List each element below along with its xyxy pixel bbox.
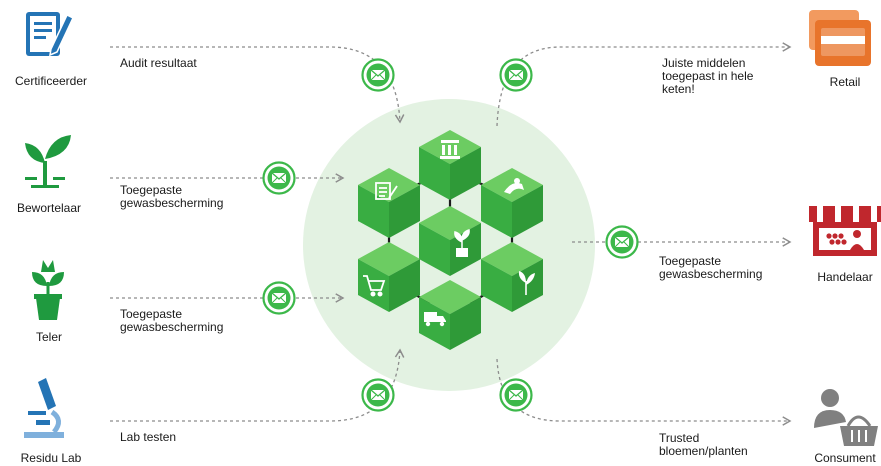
actor-label-consument: Consument (814, 451, 876, 465)
seedling-icon (25, 135, 71, 188)
actor-label-certificeerder: Certificeerder (14, 74, 88, 88)
cube-upper-right (481, 168, 543, 238)
microscope-icon (24, 378, 64, 438)
arrow-residu-lab (110, 348, 405, 422)
plant-pot-icon (32, 260, 64, 320)
cube-lower-right (481, 242, 543, 312)
certificate-icon (26, 12, 74, 57)
cube-upper-left (358, 168, 420, 238)
arrow-consument (496, 358, 792, 426)
actor-label-bewortelaar: Bewortelaar (16, 201, 82, 215)
flow-label-bewortelaar: Toegepaste gewasbescherming (120, 183, 224, 210)
cube-top (419, 130, 481, 200)
envelope-icon-handelaar (605, 225, 639, 259)
flow-label-retail: Juiste middelen toegepast in hele keten! (662, 56, 754, 96)
flow-label-handelaar: Toegepaste gewasbescherming (659, 254, 763, 281)
cube-center (419, 206, 481, 276)
cube-bottom (419, 280, 481, 350)
flow-label-lab: Lab testen (120, 430, 177, 444)
actor-label-teler: Teler (35, 330, 62, 344)
envelope-icon-audit (361, 58, 395, 92)
actor-label-residu-lab: Residu Lab (20, 451, 82, 465)
flow-label-audit: Audit resultaat (120, 56, 197, 70)
actor-label-retail: Retail (829, 75, 861, 89)
envelope-icon-consument (499, 378, 533, 412)
consumer-basket-icon (814, 389, 878, 446)
retail-card-icon (809, 10, 871, 66)
envelope-icon-retail (499, 58, 533, 92)
actor-label-handelaar: Handelaar (817, 270, 873, 284)
flow-label-teler: Toegepaste gewasbescherming (120, 307, 224, 334)
cube-lower-left (358, 242, 420, 312)
envelope-icon-lab (361, 378, 395, 412)
flow-label-consument: Trusted bloemen/planten (659, 431, 748, 458)
market-stall-icon (809, 206, 881, 256)
